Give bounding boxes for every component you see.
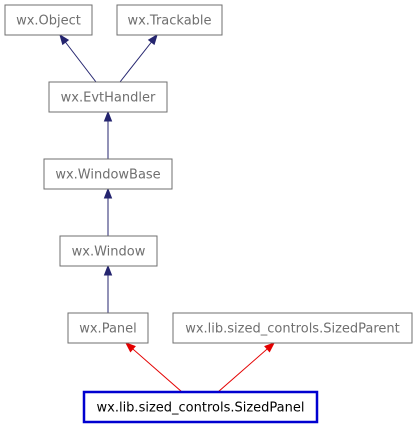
- node-wx-window[interactable]: wx.Window: [59, 235, 158, 267]
- node-label: wx.EvtHandler: [61, 91, 156, 106]
- edge-sized-panel-to-sized-parent: [217, 342, 275, 393]
- node-label: wx.lib.sized_controls.SizedParent: [185, 322, 400, 337]
- node-label: wx.Window: [72, 245, 146, 260]
- node-label: wx.Object: [16, 14, 81, 29]
- edge-evthandler-to-object: [59, 34, 97, 83]
- edge-sized-panel-to-panel: [125, 342, 183, 393]
- node-wx-evthandler[interactable]: wx.EvtHandler: [48, 81, 168, 113]
- node-wx-object[interactable]: wx.Object: [4, 4, 93, 36]
- node-box: [4, 4, 93, 36]
- node-label: wx.WindowBase: [55, 168, 160, 183]
- arrow-head-icon: [124, 342, 136, 353]
- node-sized-parent[interactable]: wx.lib.sized_controls.SizedParent: [172, 312, 413, 344]
- node-box: [67, 312, 149, 344]
- node-box-focus: [82, 390, 319, 424]
- node-label: wx.lib.sized_controls.SizedPanel: [97, 401, 305, 416]
- node-box: [59, 235, 158, 267]
- node-box: [116, 4, 223, 36]
- arrow-head-icon: [103, 264, 113, 276]
- arrow-head-icon: [103, 187, 113, 199]
- node-label: wx.Panel: [79, 322, 137, 337]
- node-wx-trackable[interactable]: wx.Trackable: [116, 4, 223, 36]
- arrow-head-icon: [59, 33, 70, 46]
- node-wx-windowbase[interactable]: wx.WindowBase: [43, 158, 173, 190]
- node-box: [172, 312, 413, 344]
- arrow-head-icon: [264, 342, 276, 353]
- arrow-head-icon: [103, 110, 113, 122]
- node-wx-panel[interactable]: wx.Panel: [67, 312, 149, 344]
- node-box: [43, 158, 173, 190]
- node-sized-panel[interactable]: wx.lib.sized_controls.SizedPanel: [82, 390, 319, 424]
- arrow-head-icon: [147, 33, 158, 46]
- edge-evthandler-to-trackable: [119, 34, 158, 83]
- node-box: [48, 81, 168, 113]
- node-label: wx.Trackable: [127, 14, 211, 29]
- edges-layer: [59, 33, 276, 393]
